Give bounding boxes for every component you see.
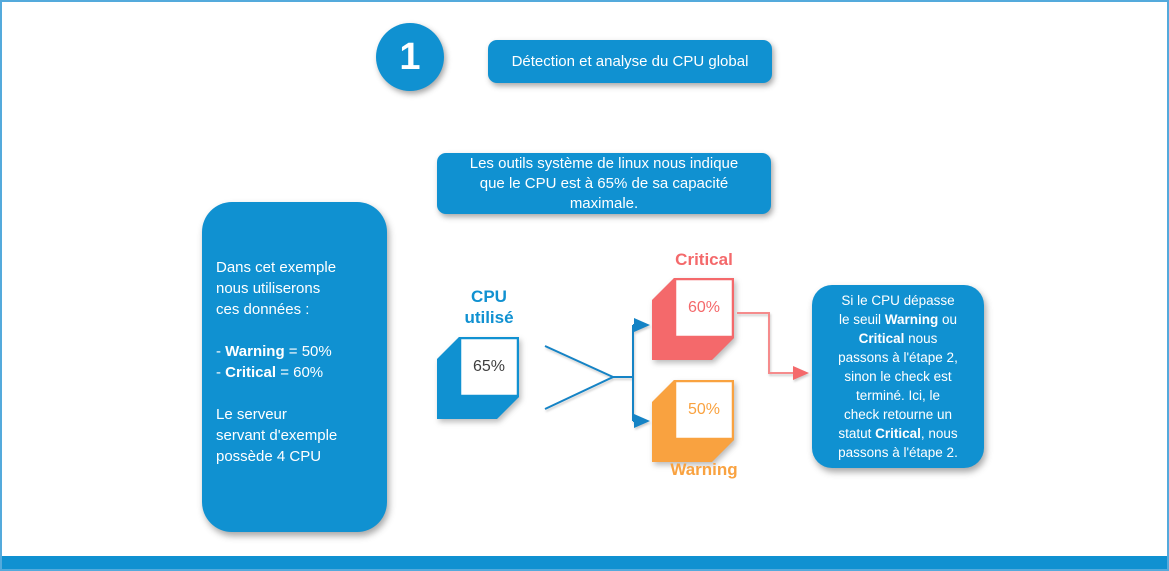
cpu-usage-value: 65%: [472, 358, 506, 375]
diagram-title: Détection et analyse du CPU global: [511, 53, 749, 70]
cube-orange-icon: [652, 380, 734, 462]
title-bubble: Détection et analyse du CPU global: [488, 40, 772, 83]
warning-threshold-value: 50%: [687, 401, 721, 418]
split-chevron: [544, 345, 616, 410]
split-connector: [613, 325, 634, 421]
panel-thresholds: - Warning = 50%- Critical = 60%: [216, 343, 332, 381]
note-line-1: Les outils système de linux nous indique: [469, 154, 739, 172]
critical-threshold-cube: 60%: [652, 278, 734, 360]
note-line-2: que le CPU est à 65% de sa capacité: [479, 174, 729, 192]
cpu-usage-cube: 65%: [437, 337, 519, 419]
step-number: 1: [399, 35, 421, 78]
critical-label: Critical: [675, 250, 733, 269]
warning-label: Warning: [670, 460, 738, 479]
cpu-note-bubble: Les outils système de linux nous indique…: [437, 153, 771, 214]
step-number-badge: 1: [376, 23, 444, 91]
critical-threshold-value: 60%: [687, 299, 721, 316]
cpu-used-label-line2: utilisé: [464, 308, 514, 327]
cpu-used-label: CPU utilisé: [437, 286, 541, 328]
cpu-used-label-line1: CPU: [471, 287, 507, 306]
cube-blue-icon: [437, 337, 519, 419]
flow-arrows: [544, 312, 809, 428]
warning-threshold-cube: 50%: [652, 380, 734, 462]
note-line-3: maximale.: [569, 194, 639, 212]
cube-red-icon: [652, 278, 734, 360]
footer-bar: [2, 556, 1167, 569]
arrow-critical-to-result: [737, 312, 809, 380]
